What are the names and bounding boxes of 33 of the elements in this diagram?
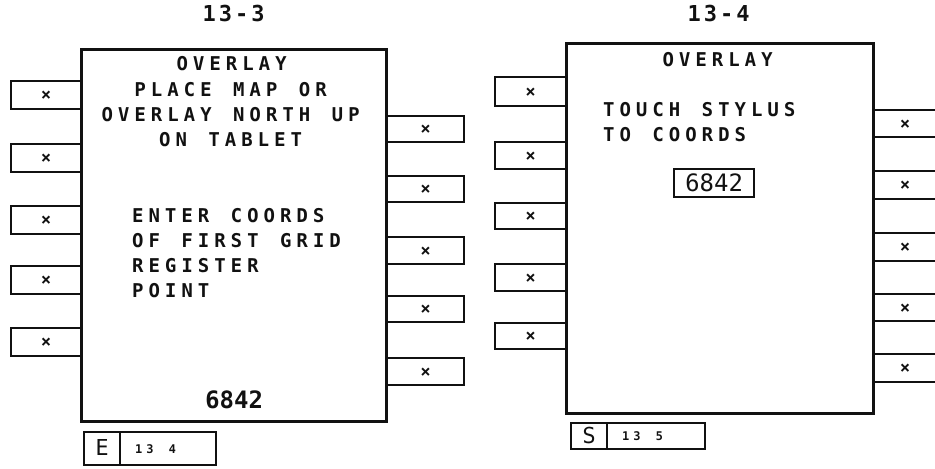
screen-heading: OVERLAY <box>661 48 779 73</box>
soft-key: × <box>10 205 82 235</box>
soft-key: × <box>873 232 935 262</box>
mode-indicator: S <box>570 422 608 450</box>
soft-key: × <box>386 115 465 143</box>
screen-number-field: 13 5 <box>606 422 706 450</box>
screen-number-field: 13 4 <box>119 431 217 466</box>
instruction-text: TOUCH STYLUS TO COORDS <box>603 98 802 148</box>
screen-heading: OVERLAY <box>175 52 293 77</box>
soft-key: × <box>494 322 567 350</box>
soft-key: × <box>494 76 567 107</box>
soft-key: × <box>494 202 567 230</box>
soft-key: × <box>873 109 935 138</box>
instruction-text: PLACE MAP OR OVERLAY NORTH UP ON TABLET <box>100 78 366 153</box>
coordinate-value: 6842 <box>204 388 264 413</box>
soft-key: × <box>494 263 567 292</box>
soft-key: × <box>10 265 82 295</box>
soft-key: × <box>386 236 465 265</box>
soft-key: × <box>873 170 935 200</box>
coordinate-value: 6842 <box>673 168 755 198</box>
soft-key: × <box>873 353 935 383</box>
soft-key: × <box>386 295 465 323</box>
figure-number: 13-4 <box>686 2 754 27</box>
instruction-text: ENTER COORDS OF FIRST GRID REGISTER POINT <box>132 204 347 304</box>
figure-number: 13-3 <box>202 2 268 27</box>
mode-indicator: E <box>83 431 121 466</box>
soft-key: × <box>10 143 82 173</box>
soft-key: × <box>386 175 465 203</box>
soft-key: × <box>10 327 82 357</box>
soft-key: × <box>494 141 567 170</box>
soft-key: × <box>873 293 935 322</box>
soft-key: × <box>10 80 82 110</box>
soft-key: × <box>386 357 465 386</box>
